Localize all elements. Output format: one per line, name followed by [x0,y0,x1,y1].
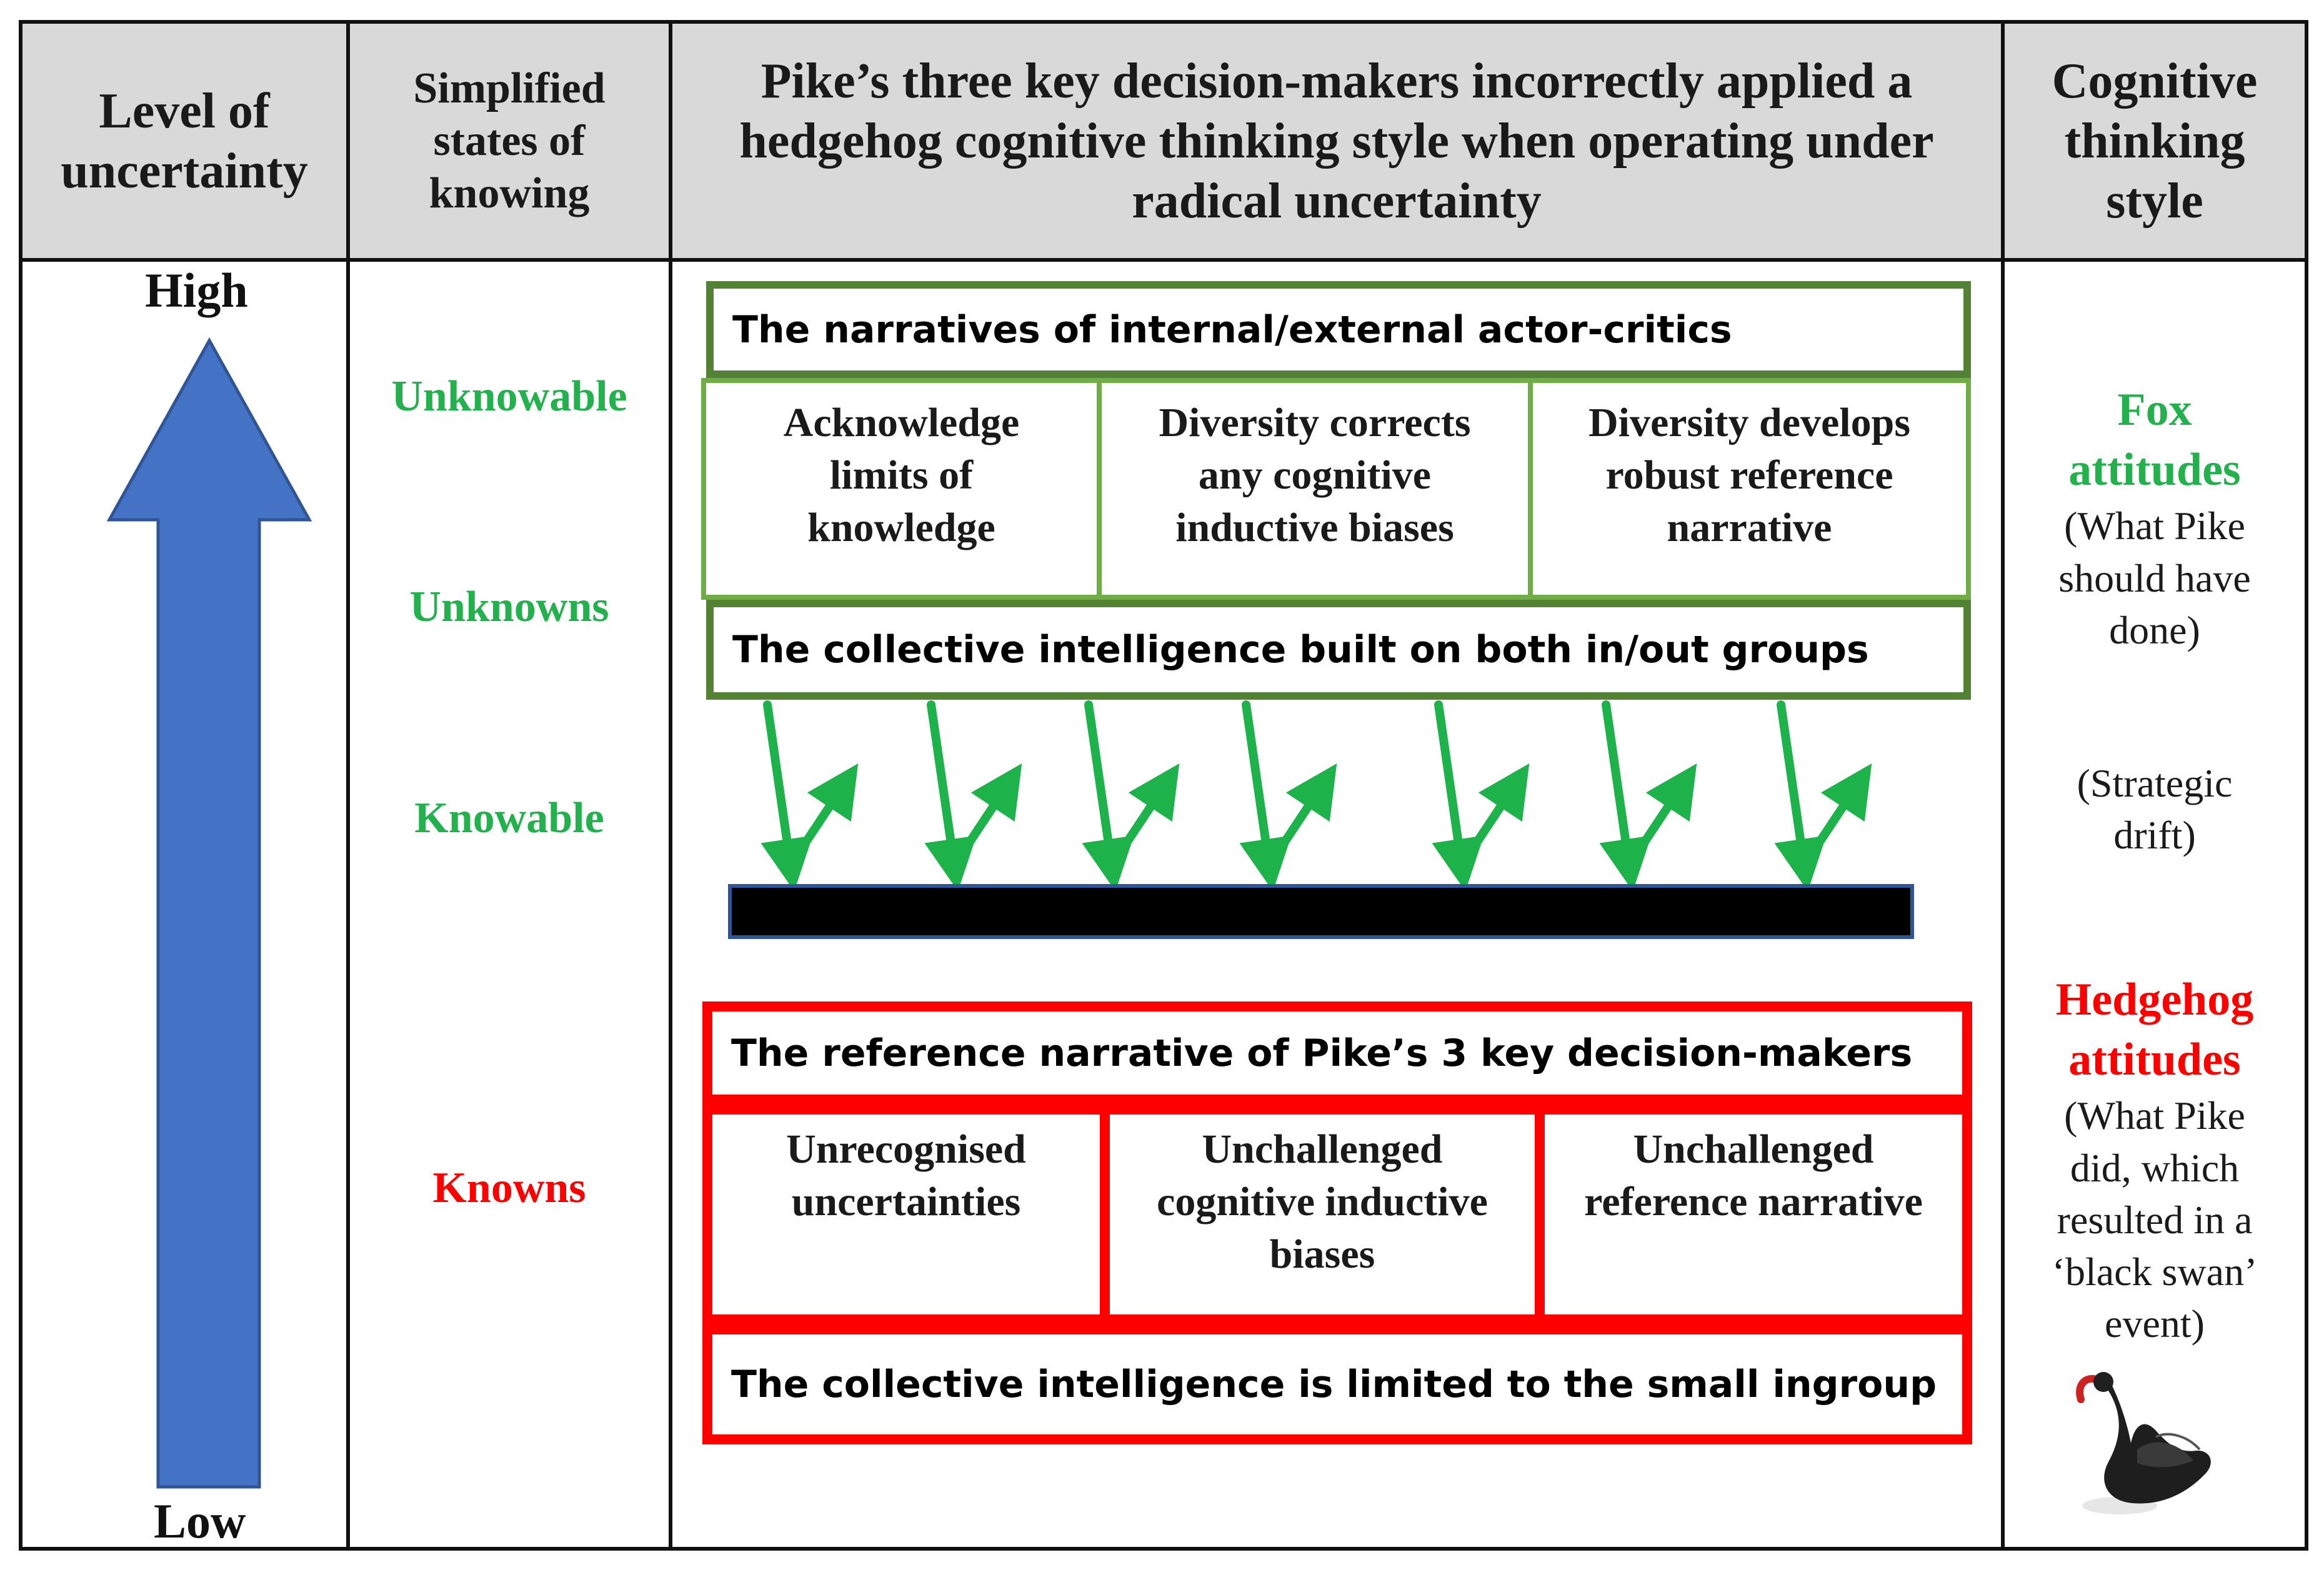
fox-collective-box: The collective intelligence built on bot… [706,600,1971,700]
state-knowns: Knowns [432,1164,586,1212]
state-unknowns: Unknowns [409,583,609,631]
hedgehog-reference-text: The reference narrative of Pike’s 3 key … [731,1031,1913,1075]
hedgehog-attitudes: Hedgehog attitudes (What Pike did, which… [2052,974,2258,1346]
hedgehog-collective-text: The collective intelligence is limited t… [731,1363,1937,1406]
column-divider-3 [2001,20,2005,1551]
barrier-bar [728,884,1914,939]
hedgehog-reference-box: The reference narrative of Pike’s 3 key … [702,1001,1972,1105]
fox-collective-text: The collective intelligence built on bot… [732,628,1869,672]
column-divider-2 [669,20,672,1551]
fox-narratives-box: The narratives of internal/external acto… [706,281,1971,378]
arrow-low-label: Low [154,1494,246,1548]
bounce-arrow-icon [1432,700,1530,892]
state-unknowable: Unknowable [391,372,627,420]
uncertainty-arrow-shape [106,337,312,1489]
bounce-arrow-icon [1239,700,1337,892]
outer-border [19,20,2308,1551]
header-divider [19,258,2308,262]
bounce-arrow-icon [1774,700,1872,892]
hedgehog-collective-box: The collective intelligence is limited t… [702,1324,1972,1444]
state-knowable: Knowable [414,794,604,842]
strategic-drift-note: (Strategic drift) [2077,761,2233,858]
fox-attitudes: Fox attitudes (What Pike should have don… [2058,384,2251,652]
black-swan-icon [2076,1372,2211,1514]
bounce-arrow-icon [761,700,859,892]
header-main-title: Pike’s three key decision-makers incorre… [672,24,2001,258]
bounce-arrow-icon [1082,700,1180,892]
fox-narratives-text: The narratives of internal/external acto… [732,307,1732,352]
column-divider-1 [346,20,350,1551]
bounce-arrow-icon [924,700,1022,892]
bounce-arrow-icon [1599,700,1697,892]
arrow-high-label: High [145,263,248,317]
